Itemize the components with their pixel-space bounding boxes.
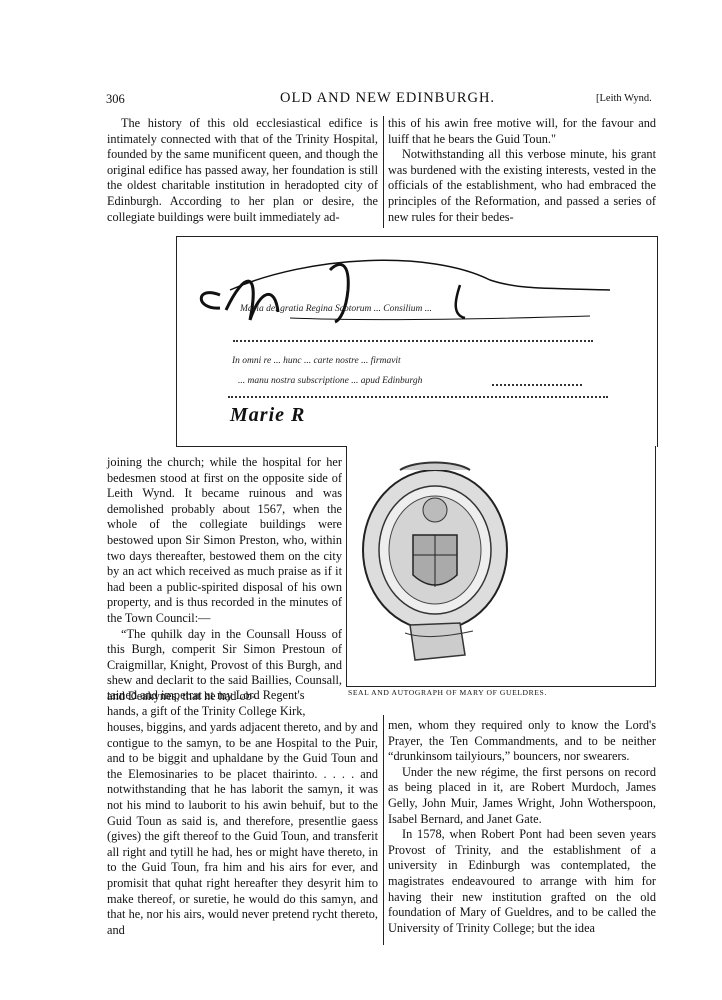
left-column-line: tained and impetrat at my Lord Regent's bbox=[107, 688, 305, 702]
seal-panel-bottom bbox=[346, 686, 656, 687]
figure-caption: SEAL AND AUTOGRAPH OF MARY OF GUELDRES. bbox=[348, 688, 547, 697]
paragraph: The history of this old ecclesiastical e… bbox=[107, 116, 378, 224]
paragraph: “The quhilk day in the Counsall Houss of… bbox=[107, 626, 342, 703]
dotted-line bbox=[233, 340, 593, 342]
right-column-bottom: men, whom they required only to know the… bbox=[388, 718, 656, 936]
autograph-flourish bbox=[199, 259, 611, 324]
paragraph: this of his awin free motive will, for t… bbox=[388, 116, 656, 146]
paragraph: houses, biggins, and yards adjacent ther… bbox=[107, 720, 378, 937]
paragraph: Notwithstanding all this verbose minute,… bbox=[388, 147, 656, 224]
paragraph: Under the new régime, the first persons … bbox=[388, 764, 656, 826]
signature: Marie R bbox=[230, 404, 306, 426]
paragraph: In 1578, when Robert Pont had been seven… bbox=[388, 827, 656, 935]
left-column-middle: joining the church; while the hospital f… bbox=[107, 455, 342, 705]
left-column-top: The history of this old ecclesiastical e… bbox=[107, 116, 378, 225]
seal-panel-right-edge bbox=[655, 446, 656, 686]
paragraph: joining the church; while the hospital f… bbox=[107, 455, 342, 625]
column-rule bbox=[383, 116, 384, 228]
seal-image bbox=[362, 461, 508, 661]
paragraph: men, whom they required only to know the… bbox=[388, 718, 656, 764]
dotted-line bbox=[228, 396, 608, 398]
left-column-line: hands, a gift of the Trinity College Kir… bbox=[107, 704, 306, 718]
autograph-panel bbox=[176, 236, 658, 447]
script-line-1: Maria dei gratia Regina Scotorum ... Con… bbox=[240, 304, 432, 314]
running-title: OLD AND NEW EDINBURGH. bbox=[280, 90, 496, 106]
dotted-line bbox=[492, 384, 582, 386]
right-column-top: this of his awin free motive will, for t… bbox=[388, 116, 656, 225]
seal-panel-left-edge bbox=[346, 446, 347, 686]
script-line-2: In omni re ... hunc ... carte nostre ...… bbox=[232, 356, 401, 366]
left-column-bottom: houses, biggins, and yards adjacent ther… bbox=[107, 720, 378, 938]
column-rule bbox=[383, 715, 384, 945]
page-number: 306 bbox=[106, 92, 125, 106]
script-line-3: ... manu nostra subscriptione ... apud E… bbox=[238, 376, 423, 386]
autograph-panel-lower-left bbox=[176, 446, 346, 447]
section-label: [Leith Wynd. bbox=[596, 93, 652, 104]
